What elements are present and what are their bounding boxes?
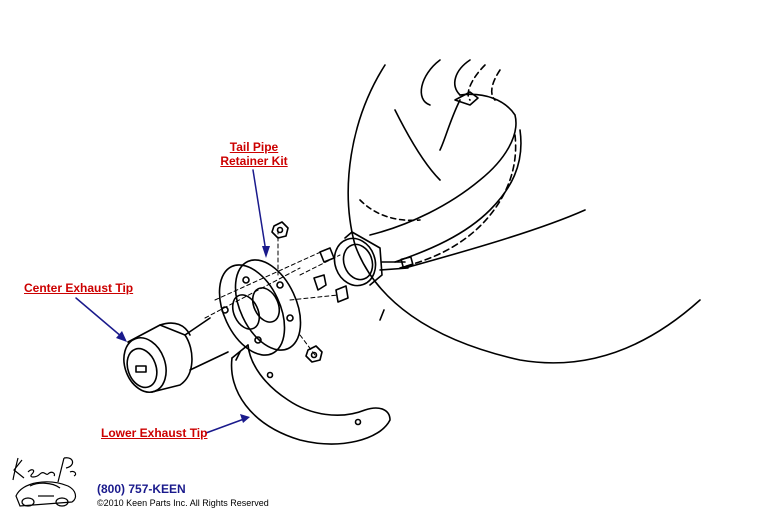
lower-exhaust-tip-label[interactable]: Lower Exhaust Tip [101,426,208,440]
copyright-text: ©2010 Keen Parts Inc. All Rights Reserve… [97,498,269,508]
retainer-plate [218,259,302,356]
center-exhaust-tip [123,317,229,393]
fasteners [271,221,385,363]
lower-exhaust-tip [230,344,391,445]
tail-pipe-label-line2: Retainer Kit [220,154,288,168]
keen-parts-logo [8,452,96,514]
phone-number[interactable]: (800) 757-KEEN [97,482,186,496]
tail-pipe-clamp [333,231,414,287]
center-exhaust-tip-label[interactable]: Center Exhaust Tip [24,281,134,295]
body-panel [347,59,701,364]
assembly-centerlines [204,229,341,356]
leader-arrows [75,169,270,434]
tail-pipe-label-line1: Tail Pipe [229,140,279,154]
tail-pipe-retainer-kit-label[interactable]: Tail Pipe Retainer Kit [218,140,290,168]
